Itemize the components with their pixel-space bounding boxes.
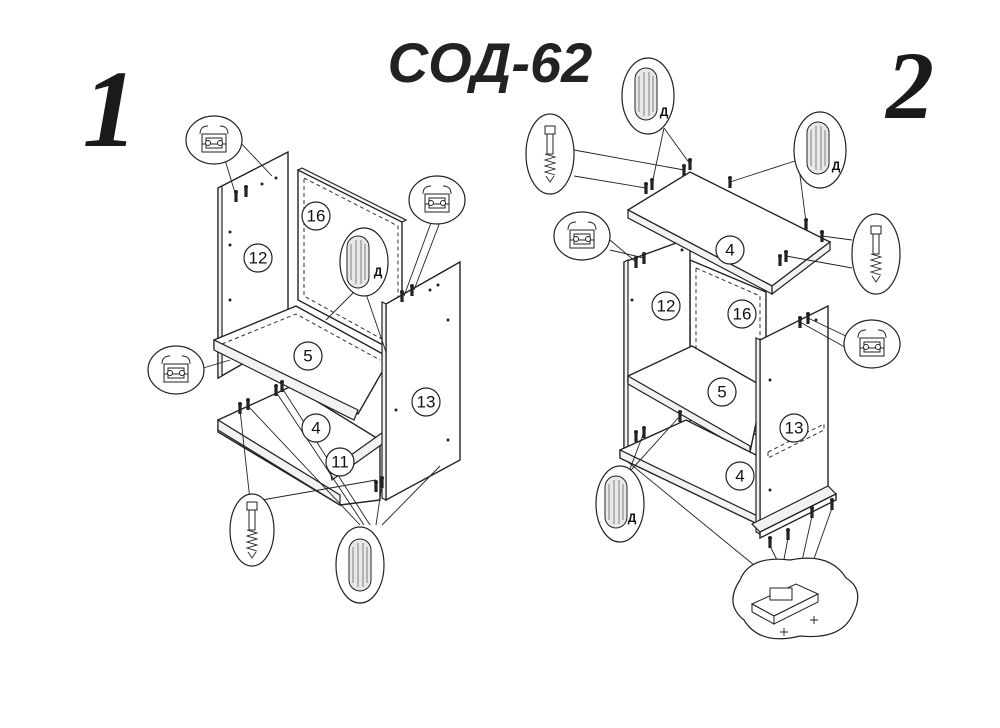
dowel-detail-5: Д	[595, 465, 645, 543]
panel-13-step1	[381, 260, 461, 502]
part-label-5-step2: 5	[707, 377, 737, 407]
svg-text:13: 13	[785, 419, 804, 438]
svg-text:4: 4	[735, 467, 744, 486]
part-label-5-step1: 5	[293, 341, 323, 371]
dowel-label-5: Д	[628, 511, 637, 525]
cam-fitting-detail-4	[553, 211, 611, 261]
part-label-13-step2: 13	[779, 413, 809, 443]
svg-text:12: 12	[657, 297, 676, 316]
dowel-detail-3: Д	[621, 57, 675, 135]
part-label-16-step2: 16	[727, 299, 757, 329]
svg-text:4: 4	[725, 241, 734, 260]
part-label-4-top-step2: 4	[715, 235, 745, 265]
screw-detail-3	[851, 213, 901, 295]
svg-text:16: 16	[733, 305, 752, 324]
part-label-12-step2: 12	[651, 291, 681, 321]
panel-5-step2	[627, 345, 763, 456]
screw-detail-1	[229, 493, 275, 567]
svg-text:4: 4	[311, 419, 320, 438]
dowel-label-3: Д	[660, 105, 669, 119]
part-label-12-step1: 12	[243, 243, 273, 273]
page-title: СОД-62	[388, 31, 593, 94]
step-number-1: 1	[83, 48, 138, 170]
svg-text:12: 12	[249, 249, 268, 268]
screw-detail-2	[525, 113, 575, 195]
dowel-label-4: Д	[832, 159, 841, 173]
leg-bracket-detail	[732, 557, 859, 640]
part-label-11-step1: 11	[325, 447, 355, 477]
part-label-4-step1: 4	[301, 413, 331, 443]
step-number-2: 2	[884, 32, 934, 139]
part-label-13-step1: 13	[411, 387, 441, 417]
svg-text:5: 5	[303, 347, 312, 366]
svg-text:16: 16	[307, 207, 326, 226]
step-2-assembly: Д Д Д	[525, 57, 901, 640]
cam-fitting-detail-1	[185, 115, 243, 165]
svg-text:5: 5	[717, 383, 726, 402]
svg-text:13: 13	[417, 393, 436, 412]
dowel-label-1: Д	[374, 265, 383, 279]
step-1-assembly: Д 12 16 5 4 13	[147, 115, 466, 604]
svg-text:11: 11	[331, 453, 349, 472]
cam-fitting-detail-2	[408, 175, 466, 225]
part-label-16-step1: 16	[301, 201, 331, 231]
cam-fitting-detail-3	[147, 345, 205, 395]
dowel-detail-4: Д	[793, 111, 847, 189]
dowel-detail-1: Д	[339, 227, 389, 297]
cam-fitting-detail-5	[843, 319, 901, 369]
part-label-4-bottom-step2: 4	[725, 461, 755, 491]
dowel-detail-2	[335, 526, 385, 604]
